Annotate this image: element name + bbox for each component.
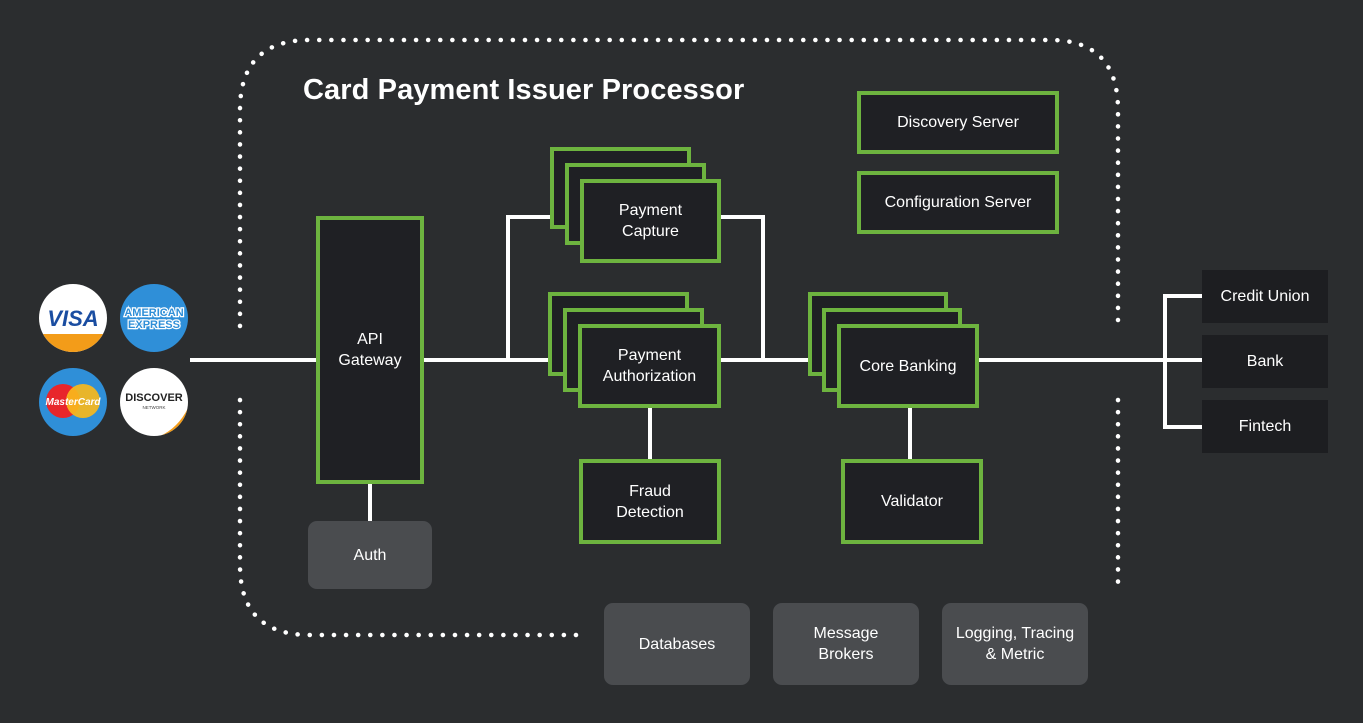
api-gateway-node[interactable]: API Gateway xyxy=(316,216,424,484)
discover-logo-subtext: NETWORK xyxy=(143,405,166,410)
visa-logo-text: VISA xyxy=(47,306,98,331)
visa-logo-icon: VISA xyxy=(39,284,107,352)
discover-logo-icon: DISCOVER NETWORK xyxy=(120,368,188,436)
processor-boundary xyxy=(237,37,1121,329)
fraud-detection-node[interactable]: Fraud Detection xyxy=(579,459,721,544)
fintech-label: Fintech xyxy=(1238,417,1292,435)
message-brokers-label: Message Brokers xyxy=(813,625,879,663)
bank-node[interactable]: Bank xyxy=(1202,335,1328,388)
configuration-server-node[interactable]: Configuration Server xyxy=(857,171,1059,234)
diagram-title: Card Payment Issuer Processor xyxy=(303,74,745,106)
core-banking-node[interactable]: Core Banking xyxy=(837,324,979,408)
payment-capture-node[interactable]: Payment Capture xyxy=(580,179,721,263)
logging-tracing-metric-label: Logging, Tracing & Metric xyxy=(955,625,1075,663)
discovery-server-node[interactable]: Discovery Server xyxy=(857,91,1059,154)
databases-label: Databases xyxy=(638,635,716,653)
fraud-detection-label: Fraud Detection xyxy=(616,482,684,521)
credit-union-node[interactable]: Credit Union xyxy=(1202,270,1328,323)
credit-union-label: Credit Union xyxy=(1220,287,1310,305)
auth-label: Auth xyxy=(353,546,387,564)
line-branch-to-capture xyxy=(506,215,552,360)
payment-authorization-node[interactable]: Payment Authorization xyxy=(578,324,721,408)
databases-node[interactable]: Databases xyxy=(604,603,750,685)
validator-node[interactable]: Validator xyxy=(841,459,983,544)
bank-label: Bank xyxy=(1246,352,1284,370)
mastercard-logo-text: MasterCard xyxy=(45,397,101,408)
discovery-server-label: Discovery Server xyxy=(897,114,1019,131)
payment-authorization-label: Payment Authorization xyxy=(602,347,697,385)
fintech-node[interactable]: Fintech xyxy=(1202,400,1328,453)
line-capture-to-merge xyxy=(720,215,765,360)
logging-tracing-metric-node[interactable]: Logging, Tracing & Metric xyxy=(942,603,1088,685)
payment-capture-label: Payment Capture xyxy=(618,202,683,240)
discover-logo-text: DISCOVER xyxy=(125,392,183,404)
line-to-credit-union xyxy=(1163,294,1203,429)
configuration-server-label: Configuration Server xyxy=(884,194,1032,211)
auth-node[interactable]: Auth xyxy=(308,521,432,589)
mastercard-logo-icon: MasterCard xyxy=(39,368,107,436)
api-gateway-label: API Gateway xyxy=(338,331,402,369)
core-banking-label: Core Banking xyxy=(859,357,957,375)
message-brokers-node[interactable]: Message Brokers xyxy=(773,603,919,685)
validator-label: Validator xyxy=(881,493,943,510)
